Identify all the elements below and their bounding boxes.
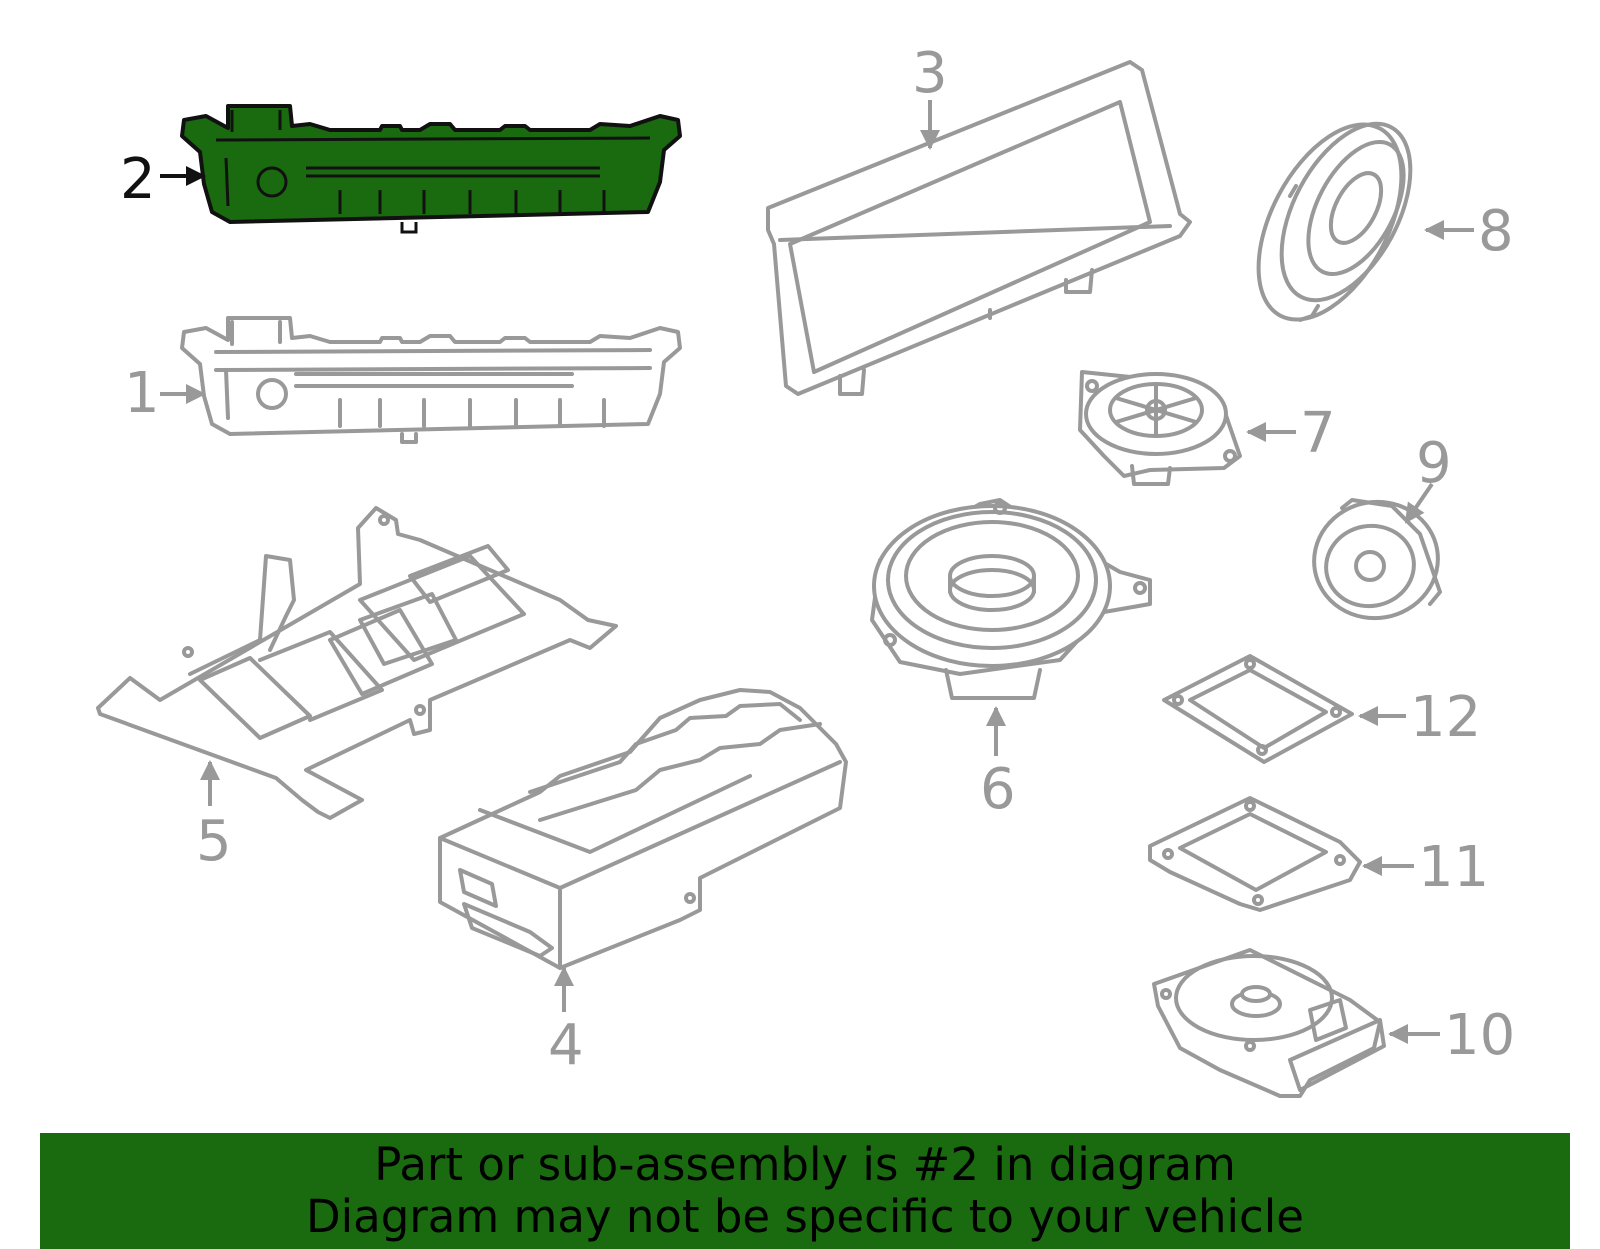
part-3-display[interactable] (766, 60, 1192, 396)
callout-8: 8 (1478, 199, 1514, 264)
banner-line-disclaimer: Diagram may not be specific to your vehi… (306, 1190, 1304, 1243)
part-9-small-speaker[interactable] (1305, 492, 1447, 628)
part-11-bracket[interactable] (1148, 796, 1362, 912)
arrow-9 (1404, 482, 1434, 524)
callout-2: 2 (120, 147, 156, 212)
info-banner: Part or sub-assembly is #2 in diagram Di… (40, 1133, 1570, 1249)
part-2-control-panel-highlighted[interactable] (180, 104, 682, 234)
callout-3: 3 (912, 41, 948, 106)
part-4-amplifier[interactable] (438, 688, 848, 970)
part-12-gasket[interactable] (1162, 654, 1354, 764)
callout-5: 5 (196, 809, 232, 874)
callout-4: 4 (548, 1013, 584, 1078)
callout-numbers: 2 1 3 8 7 9 6 12 11 10 5 4 (120, 41, 1515, 1078)
part-5-bracket-frame[interactable] (96, 506, 618, 820)
callout-9: 9 (1416, 431, 1452, 496)
part-1-control-panel[interactable] (180, 316, 682, 444)
callout-6: 6 (980, 757, 1016, 822)
callout-arrows (160, 100, 1474, 1044)
part-7-tweeter[interactable] (1078, 370, 1242, 486)
part-6-large-speaker[interactable] (870, 498, 1152, 700)
callout-7: 7 (1300, 401, 1336, 466)
callout-1: 1 (124, 361, 160, 426)
part-8-speaker[interactable] (1229, 101, 1437, 343)
callout-10: 10 (1444, 1003, 1515, 1068)
banner-line-part: Part or sub-assembly is #2 in diagram (374, 1138, 1236, 1191)
part-10-subwoofer[interactable] (1152, 948, 1386, 1098)
callout-11: 11 (1418, 835, 1489, 900)
callout-12: 12 (1410, 685, 1481, 750)
